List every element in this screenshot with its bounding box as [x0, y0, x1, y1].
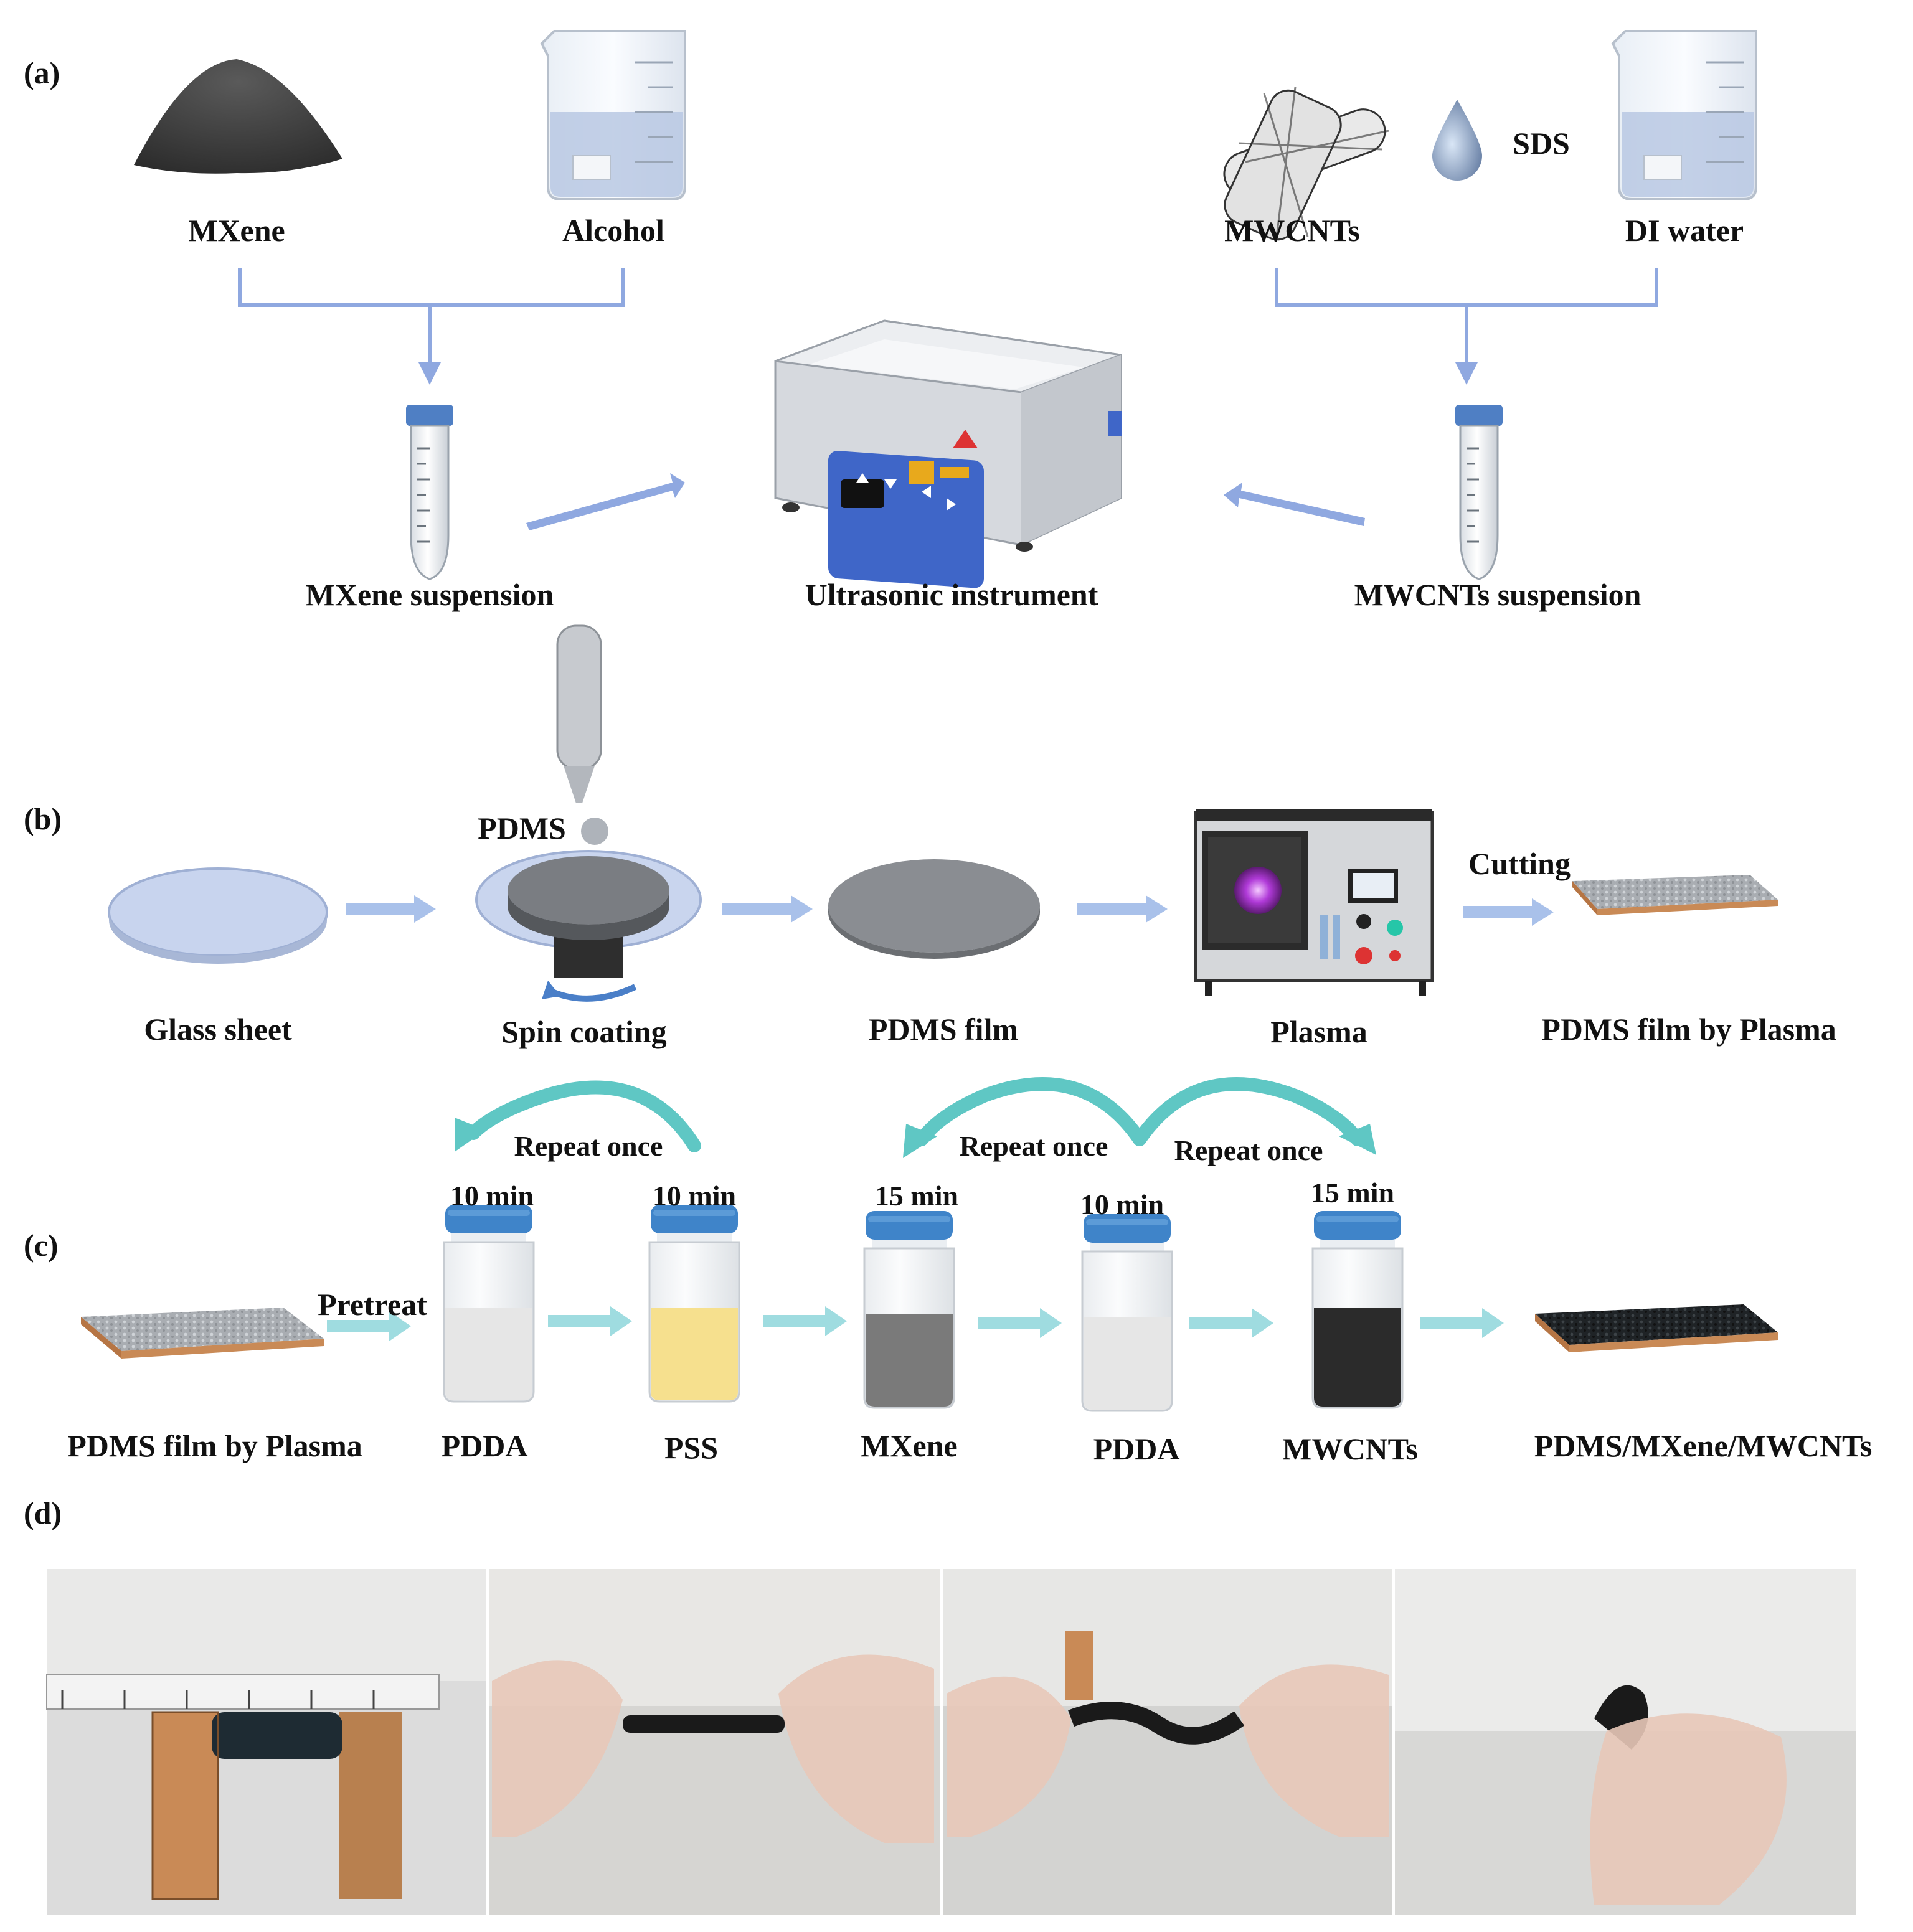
panel-label-b: (b) — [24, 801, 62, 836]
vial-mxene — [863, 1210, 955, 1409]
label-pdms-film-by-plasma-c: PDMS film by Plasma — [67, 1428, 362, 1463]
label-vial-mxene: MXene — [861, 1428, 958, 1463]
pdms-film-plasma-icon-b — [1572, 875, 1778, 915]
panel-label-d: (d) — [24, 1496, 62, 1530]
label-time-pss: 10 min — [652, 1180, 737, 1212]
vial-pss — [648, 1204, 740, 1403]
label-vial-pss: PSS — [664, 1430, 719, 1465]
alcohol-beaker-icon — [541, 30, 686, 200]
panel-c — [81, 1077, 1778, 1412]
vials — [443, 1204, 1404, 1412]
glass-sheet-icon — [108, 867, 328, 957]
panel-a — [134, 30, 1757, 588]
pdms-film-plasma-icon-c — [81, 1308, 324, 1359]
pdms-film-disc-icon — [828, 859, 1040, 953]
label-mxene-suspension: MXene suspension — [305, 577, 554, 612]
label-vial-pdda-1: PDDA — [441, 1428, 528, 1463]
label-pdms: PDMS — [478, 811, 566, 846]
label-plasma: Plasma — [1270, 1014, 1367, 1049]
flow-arrows-b — [346, 895, 1554, 926]
label-repeat-once-3: Repeat once — [1174, 1134, 1323, 1166]
mxene-tube-icon — [405, 403, 455, 580]
label-vial-pdda-2: PDDA — [1093, 1431, 1180, 1466]
photo-sensor-bent — [1395, 1569, 1856, 1915]
panel-b — [108, 624, 1778, 1002]
label-spin-coating: Spin coating — [501, 1014, 667, 1049]
label-time-mxene: 15 min — [874, 1180, 959, 1212]
label-mwcnts-suspension: MWCNTs suspension — [1354, 577, 1641, 612]
spin-coater-icon — [475, 624, 702, 1002]
plasma-machine-icon — [1194, 809, 1434, 996]
panel-label-c: (c) — [24, 1228, 59, 1263]
label-repeat-once-1: Repeat once — [514, 1130, 663, 1162]
ultrasonic-instrument-icon — [774, 319, 1122, 588]
panel-label-a: (a) — [24, 55, 60, 90]
di-water-beaker-icon — [1612, 30, 1757, 200]
repeat-arrows — [466, 1077, 1364, 1152]
label-time-mwcnts: 15 min — [1310, 1177, 1395, 1209]
label-vial-mwcnts: MWCNTs — [1282, 1431, 1418, 1466]
arrow-mwcnts-to-instrument — [1224, 483, 1365, 526]
label-time-pdda-2: 10 min — [1080, 1189, 1164, 1220]
photo-sensor-stretched — [489, 1569, 940, 1915]
label-mxene: MXene — [188, 213, 285, 248]
label-repeat-once-2: Repeat once — [959, 1130, 1108, 1162]
sds-drop-icon — [1432, 100, 1482, 181]
merge-arrow-left — [238, 268, 625, 385]
vial-pdda-1 — [443, 1204, 535, 1403]
label-ultrasonic-instrument: Ultrasonic instrument — [805, 577, 1098, 612]
label-cutting: Cutting — [1468, 846, 1571, 881]
panel-d — [46, 1569, 1856, 1915]
label-mwcnts: MWCNTs — [1224, 213, 1360, 248]
label-alcohol: Alcohol — [562, 213, 664, 248]
label-pdms-film: PDMS film — [868, 1012, 1019, 1047]
flow-arrows-c — [327, 1306, 1504, 1341]
product-film-icon — [1535, 1304, 1778, 1352]
photo-sensor-twisted — [943, 1569, 1392, 1915]
vial-mwcnts — [1311, 1210, 1404, 1409]
label-time-pdda-1: 10 min — [450, 1180, 534, 1212]
arrow-mxene-to-instrument — [526, 473, 685, 530]
mwcnts-icon — [1223, 87, 1389, 241]
mxene-powder-icon — [134, 59, 342, 174]
merge-arrow-right — [1275, 268, 1658, 385]
label-glass-sheet: Glass sheet — [144, 1012, 292, 1047]
label-pdms-film-by-plasma-b: PDMS film by Plasma — [1541, 1012, 1836, 1047]
label-di-water: DI water — [1625, 213, 1744, 248]
photo-sensor-on-ruler — [46, 1569, 486, 1915]
label-pretreat: Pretreat — [318, 1287, 427, 1322]
label-sds: SDS — [1513, 126, 1570, 161]
label-product: PDMS/MXene/MWCNTs — [1534, 1428, 1873, 1463]
mwcnts-tube-icon — [1454, 403, 1504, 580]
vial-pdda-2 — [1081, 1213, 1173, 1412]
